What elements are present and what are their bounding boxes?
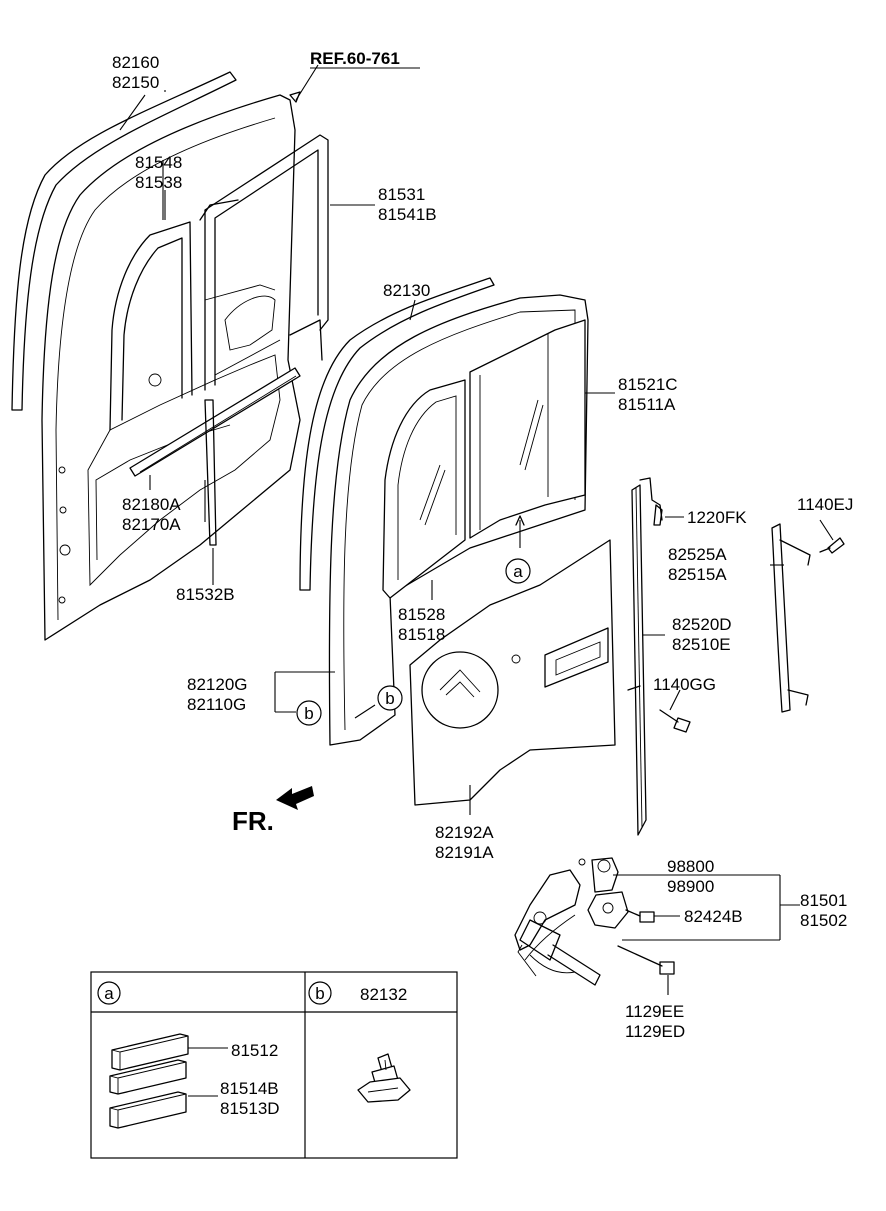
legend-part-81514B: 81514B (220, 1079, 279, 1098)
label-82180A: 82180A (122, 495, 181, 514)
clip-82132-drawing (357, 1053, 411, 1103)
bracket-1220FK (639, 477, 663, 526)
label-81528: 81528 (398, 605, 445, 624)
label-98900: 98900 (667, 877, 714, 896)
label-98800: 98800 (667, 857, 714, 876)
label-82130: 82130 (383, 281, 430, 300)
label-81501: 81501 (800, 891, 847, 910)
bolt-1140EJ (819, 537, 845, 554)
label-82150: 82150 (112, 73, 159, 92)
ref-arrowhead (289, 91, 301, 103)
legend-callout-a: a (104, 984, 114, 1003)
label-82525A: 82525A (668, 545, 727, 564)
label-82424B: 82424B (684, 907, 743, 926)
callout-b-letter: b (304, 704, 313, 723)
door-inner-panel (41, 94, 301, 641)
label-ref: REF.60-761 (310, 49, 400, 68)
window-channel-81531 (199, 134, 329, 391)
callout-b-at-label: b (296, 700, 322, 726)
label-82191A: 82191A (435, 843, 494, 862)
callout-b-letter: b (385, 689, 394, 708)
legend-cell-b: b 82132 (308, 981, 411, 1103)
label-82110G: 82110G (187, 695, 246, 714)
label-81531: 81531 (378, 185, 425, 204)
bolt-1129EE (617, 945, 675, 975)
legend-part-81512: 81512 (231, 1041, 278, 1060)
label-82520D: 82520D (672, 615, 732, 634)
rear-channel-82525A (771, 523, 811, 713)
callout-b-on-frame: b (377, 685, 403, 711)
label-82160: 82160 (112, 53, 159, 72)
label-82192A: 82192A (435, 823, 494, 842)
label-82515A: 82515A (668, 565, 727, 584)
label-1129ED: 1129ED (625, 1022, 685, 1041)
label-81538: 81538 (135, 173, 182, 192)
outer-weatherstrip-82160 (11, 71, 237, 411)
label-1140GG: 1140GG (653, 675, 716, 694)
label-82170A: 82170A (122, 515, 181, 534)
label-82510E: 82510E (672, 635, 731, 654)
label-81532B: 81532B (176, 585, 235, 604)
label-1129EE: 1129EE (625, 1002, 684, 1021)
belt-molding-82180A (129, 367, 301, 477)
label-1220FK: 1220FK (687, 508, 747, 527)
legend-part-81513D: 81513D (220, 1099, 280, 1118)
glass-channel-82520D (627, 484, 647, 836)
legend-cell-a: a 81512 81514B 81513D (97, 981, 280, 1129)
leader-lines (119, 64, 834, 995)
bolt-82424B (625, 909, 655, 923)
legend-part-82132: 82132 (360, 985, 407, 1004)
front-direction-label: FR. (232, 806, 274, 836)
callout-a-letter: a (513, 562, 523, 581)
label-81518: 81518 (398, 625, 445, 644)
label-81521C: 81521C (618, 375, 678, 394)
legend-table: a 81512 81514B 81513D b 82132 (90, 971, 458, 1159)
weatherstrip-81532B (204, 399, 217, 546)
glass-panes-81528 (382, 319, 586, 599)
door-glass-weatherstrip-82130 (299, 277, 495, 591)
part-labels: 82160 82150 REF.60-761 81548 81538 81531… (112, 49, 853, 1041)
legend-callout-b: b (315, 984, 324, 1003)
window-regulator-81501 (514, 857, 629, 986)
label-81548: 81548 (135, 153, 182, 172)
label-82120G: 82120G (187, 675, 248, 694)
label-81502: 81502 (800, 911, 847, 930)
door-trim-panel-82192A (409, 539, 616, 806)
callout-a-on-glass: a (505, 558, 531, 584)
bolt-1140GG (659, 709, 691, 733)
label-81511A: 81511A (618, 395, 676, 414)
label-81541B: 81541B (378, 205, 437, 224)
window-run-channel-81548 (109, 221, 193, 431)
label-1140EJ: 1140EJ (797, 495, 853, 514)
front-direction-arrow: FR. (232, 786, 314, 836)
